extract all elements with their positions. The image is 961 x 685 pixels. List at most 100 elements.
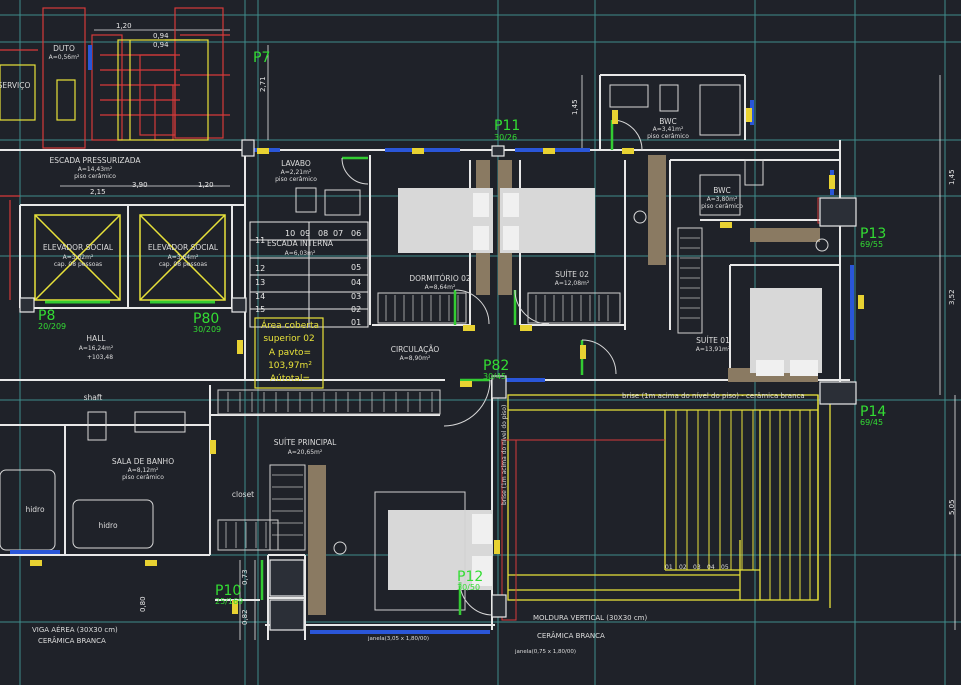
room-elevador1-cap: cap. 08 pessoas	[54, 261, 102, 268]
room-suite01-area: A=13,91m²	[696, 346, 731, 353]
pillar-size-p10: 25/169	[215, 597, 243, 606]
balcony-brise	[507, 394, 831, 608]
room-dormitorio02-area: A=8,64m²	[425, 284, 456, 291]
room-hidro-name: hidro	[98, 521, 118, 530]
wardrobe-hatch	[225, 237, 700, 548]
beds	[374, 188, 822, 611]
pillar-size-p8: 20/209	[38, 322, 66, 331]
room-escada-name: ESCADA PRESSURIZADA	[50, 156, 142, 165]
room-bwc2-name: BWC	[713, 186, 731, 195]
stair-step-01: 01	[351, 318, 361, 327]
stair-step-12: 12	[255, 264, 265, 273]
room-circulacao-area: A=8,90m²	[400, 355, 431, 362]
stair-step-11: 11	[255, 236, 265, 245]
room-elevador2-name: ELEVADOR SOCIAL	[148, 243, 219, 252]
dim-271: 2,71	[259, 76, 267, 92]
room-escada-interna-area: A=6,03m²	[285, 250, 316, 257]
balcony-step-04: 04	[707, 564, 715, 571]
stair-step-05: 05	[351, 263, 361, 272]
pillar-size-p13: 69/55	[860, 240, 883, 249]
dimension-lines	[60, 29, 956, 640]
dim-215: 2,15	[90, 188, 106, 196]
viga-note-2: CERÂMICA BRANCA	[38, 636, 106, 645]
stair-step-13: 13	[255, 278, 265, 287]
brise-note: brise (1m acima do nível do piso) - cerâ…	[622, 392, 805, 400]
stair-step-03: 03	[351, 292, 361, 301]
internal-stair	[249, 221, 369, 328]
dim-120: 1,20	[116, 22, 132, 30]
room-elevador1-name: ELEVADOR SOCIAL	[43, 243, 114, 252]
dim-505: 5,05	[948, 499, 956, 515]
dim-120b: 1,20	[198, 181, 214, 189]
pillar-size-p82: 30/45	[483, 372, 506, 381]
room-suite-principal-area: A=20,65m²	[288, 449, 323, 456]
stair-step-02: 02	[351, 305, 361, 314]
pillar-label-p10: P10	[215, 583, 241, 599]
room-hidro2-name: hidro	[25, 505, 45, 514]
pillar-label-p80: P80	[193, 311, 219, 327]
stair-step-14: 14	[255, 292, 265, 301]
moldura-note: MOLDURA VERTICAL (30X30 cm)	[533, 614, 647, 622]
door-arcs	[341, 119, 643, 616]
pillar-blocks	[19, 139, 857, 631]
room-bwc1-name: BWC	[659, 117, 677, 126]
stair-step-08: 08	[318, 229, 328, 238]
dim-145a: 1,45	[571, 99, 579, 115]
room-suite-principal-name: SUÍTE PRINCIPAL	[274, 438, 337, 447]
room-hall-level: +103,48	[87, 354, 113, 361]
dim-145b: 1,45	[948, 169, 956, 185]
dim-094b: 0,94	[153, 41, 169, 49]
room-lavabo-finish: piso cerâmico	[275, 176, 317, 183]
room-bwc2-area: A=3,80m²	[707, 196, 738, 203]
pillar-label-p11: P11	[494, 118, 520, 134]
area-tag-line3: A pavto=	[269, 348, 311, 358]
room-suite02-area: A=12,08m²	[555, 280, 590, 287]
room-sala-banho-area: A=8,12m²	[128, 467, 159, 474]
viga-note: VIGA AÉREA (30X30 cm)	[32, 625, 118, 634]
dim-080: 0,80	[139, 596, 147, 612]
stair-step-07: 07	[333, 229, 343, 238]
room-elevador1-area: A=3,62m²	[63, 254, 94, 261]
stair-step-06: 06	[351, 229, 361, 238]
room-sala-banho-name: SALA DE BANHO	[112, 457, 174, 466]
bathroom-fixtures	[0, 84, 829, 555]
stair-step-10: 10	[285, 229, 295, 238]
janela-note-2: janela(0,75 x 1,80/00)	[514, 649, 576, 655]
brise-vertical-note: brise (1m acima do nível do piso)	[501, 405, 508, 505]
pillar-size-p11: 30/26	[494, 133, 517, 142]
dim-073: 0,73	[241, 569, 249, 585]
dim-082: 0,82	[241, 609, 249, 625]
area-tag-line5: Aútotal=	[270, 374, 310, 384]
pillar-label-p82: P82	[483, 358, 509, 374]
balcony-step-05: 05	[721, 564, 729, 571]
area-tag-line1: Área coberta	[261, 319, 319, 331]
room-bwc1-finish: piso cerâmico	[647, 133, 689, 140]
stair-step-15: 15	[255, 305, 265, 314]
balcony-steps	[675, 410, 811, 600]
room-closet-name: closet	[232, 490, 254, 499]
janela-note-1: janela(3,05 x 1,80/00)	[367, 636, 429, 642]
room-hall-area: A=16,24m²	[79, 345, 114, 352]
pillar-label-p12: P12	[457, 569, 483, 585]
room-sala-banho-finish: piso cerâmico	[122, 474, 164, 481]
dim-094a: 0,94	[153, 32, 169, 40]
pillar-size-p14: 69/45	[860, 418, 883, 427]
balcony-step-01: 01	[665, 564, 673, 571]
room-bwc2-finish: piso cerâmico	[701, 203, 743, 210]
area-tag-line4: 103,97m²	[268, 361, 312, 371]
room-escada-interna-name: ESCADA INTERNA	[267, 239, 334, 248]
room-escada-finish: piso cerâmico	[74, 173, 116, 180]
moldura-note-2: CERÂMICA BRANCA	[537, 631, 605, 640]
pillar-size-p80: 30/209	[193, 325, 221, 334]
dim-390: 3,90	[132, 181, 148, 189]
balcony-step-02: 02	[679, 564, 687, 571]
stair-step-09: 09	[300, 229, 310, 238]
room-duto-area: A=0,56m²	[49, 54, 80, 61]
room-elevador2-area: A=3,64m²	[168, 254, 199, 261]
pillar-label-p14: P14	[860, 404, 886, 420]
room-servico-name: SERVIÇO	[0, 81, 30, 90]
room-duto-name: DUTO	[53, 44, 75, 53]
pillar-size-p12: 30/50	[457, 583, 480, 592]
dim-352: 3,52	[948, 289, 956, 305]
